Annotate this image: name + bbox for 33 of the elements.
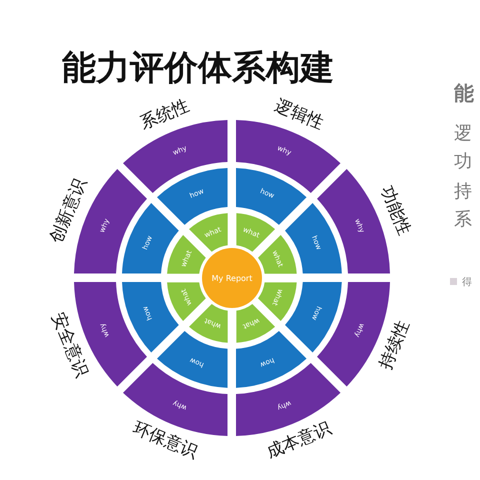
side-text: 功 — [454, 153, 472, 171]
segment-caption: 环保意识 — [130, 420, 200, 462]
how-segment — [236, 168, 307, 225]
how-segment — [122, 282, 179, 353]
how-segment — [285, 282, 342, 353]
side-text: 逻 — [454, 125, 472, 143]
segment-caption: 持续性 — [376, 318, 412, 372]
legend-text: 得 — [462, 276, 472, 289]
segment-caption: 系统性 — [138, 98, 192, 133]
how-segment — [157, 331, 228, 388]
segment-caption: 功能性 — [376, 184, 412, 238]
how-segment — [285, 203, 342, 274]
side-heading: 能 — [454, 83, 474, 103]
what-segment — [234, 304, 276, 343]
what-segment — [234, 213, 276, 252]
title: 能力评价体系构建 — [62, 50, 334, 88]
segment-caption: 逻辑性 — [272, 98, 326, 133]
what-segment — [167, 234, 206, 276]
what-segment — [167, 280, 206, 322]
center-label: My Report — [212, 274, 252, 282]
what-segment — [188, 213, 230, 252]
what-segment — [258, 280, 297, 322]
what-segment — [188, 304, 230, 343]
side-text: 持 — [454, 183, 472, 201]
how-segment — [122, 203, 179, 274]
how-segment — [157, 168, 228, 225]
how-segment — [236, 331, 307, 388]
side-text: 系 — [454, 211, 472, 229]
what-segment — [258, 234, 297, 276]
segment-caption: 创新意识 — [48, 176, 90, 246]
segment-caption: 成本意识 — [264, 420, 334, 462]
center-circle — [202, 248, 262, 308]
segment-caption: 安全意识 — [48, 310, 90, 380]
